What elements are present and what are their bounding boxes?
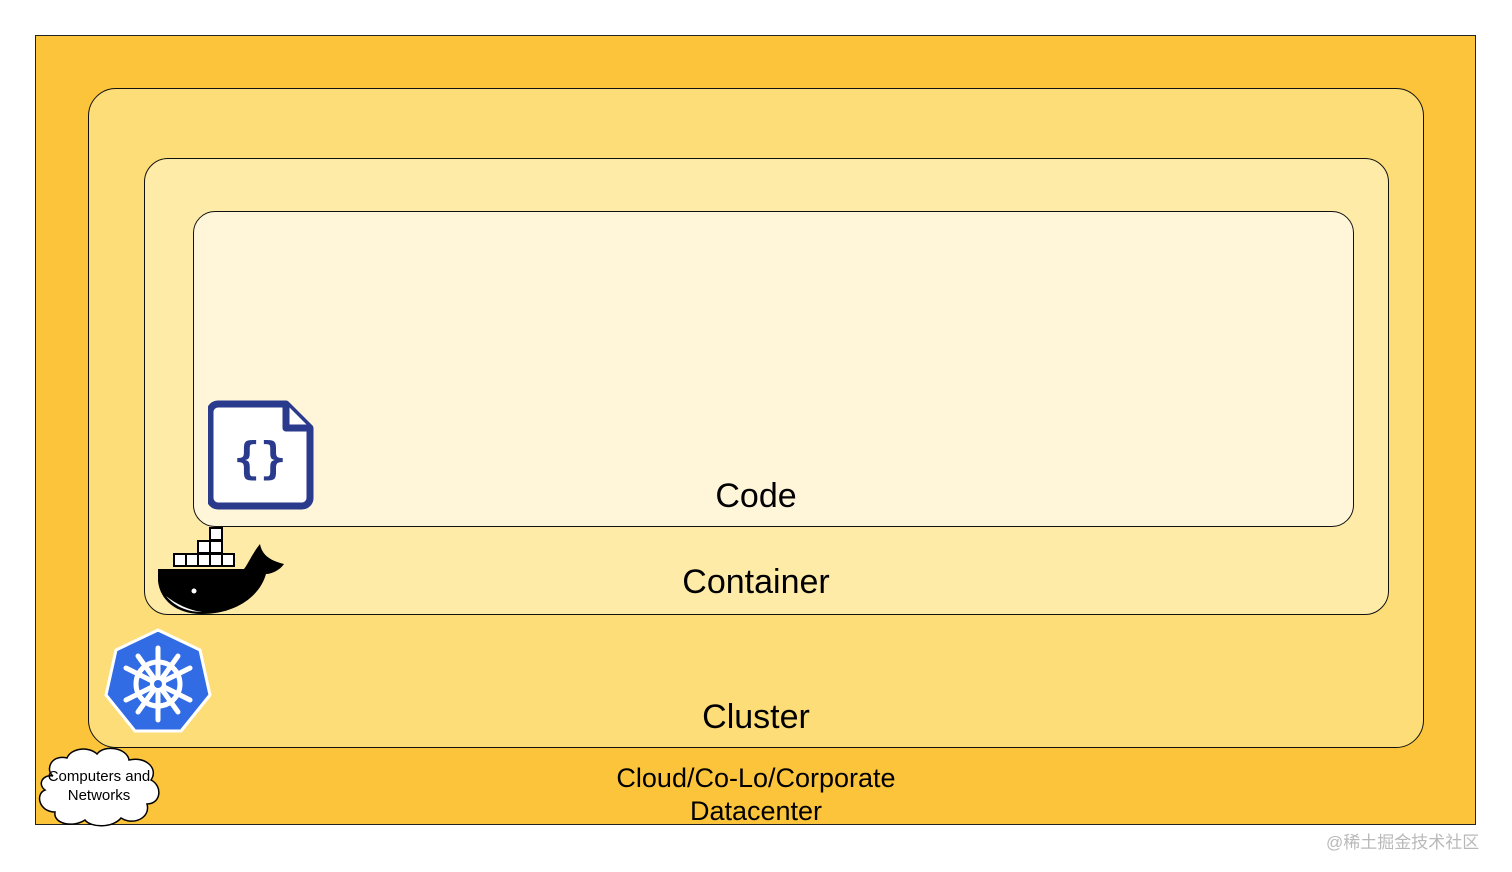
docker-whale-icon <box>158 527 284 614</box>
watermark: @稀土掘金技术社区 <box>1326 833 1480 852</box>
code-layer <box>193 211 1354 527</box>
container-label: Container <box>682 563 830 601</box>
kubernetes-icon <box>104 628 212 733</box>
datacenter-label-line1: Cloud/Co-Lo/Corporate <box>616 763 896 793</box>
code-file-icon: {} <box>208 400 314 510</box>
svg-text:{}: {} <box>234 433 287 484</box>
cloud-label-line1: Computers and <box>47 768 151 785</box>
datacenter-label-line2: Datacenter <box>689 796 823 826</box>
code-label: Code <box>715 477 797 515</box>
cloud-icon <box>38 747 160 827</box>
cluster-label: Cluster <box>702 698 810 736</box>
cloud-label-line2: Networks <box>67 787 131 804</box>
